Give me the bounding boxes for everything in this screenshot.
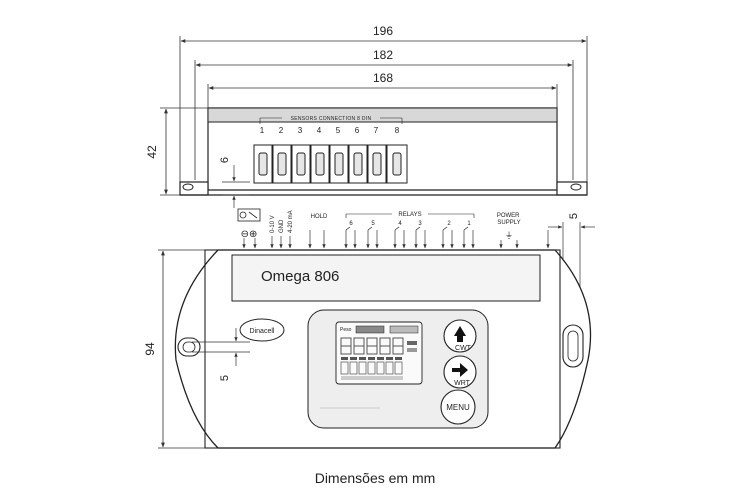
dim-label-5-right: 5 (568, 213, 580, 219)
pin-number: 4 (317, 126, 322, 135)
relay-number: 4 (398, 221, 402, 227)
pin-number: 1 (260, 126, 265, 135)
side-top-shade (207, 107, 558, 123)
pin-number: 5 (336, 126, 341, 135)
label-current: 4-20 mA (288, 210, 294, 233)
connector-label: SENSORS CONNECTION 8 DIN (291, 116, 372, 122)
caption: Dimensões em mm (314, 470, 436, 486)
terminal-labels: ⊖⊕ 0-10 V GND 4-20 mA HOLD RELAYS 6 5 4 … (237, 208, 550, 249)
left-mounting-slot (177, 337, 201, 357)
ground-symbol: ⏚ (505, 231, 513, 240)
relay-number: 2 (447, 221, 451, 227)
label-band (231, 254, 541, 302)
wrt-button[interactable]: WRT (443, 355, 477, 389)
terminal-arrows (242, 230, 550, 249)
label-voltage: 0-10 V (270, 215, 276, 233)
dim-label-6: 6 (219, 157, 231, 163)
top-dimensions (179, 36, 588, 185)
dim-label-168: 168 (373, 71, 393, 85)
right-mounting-slot (562, 324, 584, 368)
model-name: Omega 806 (261, 268, 339, 285)
dim-label-182: 182 (373, 48, 393, 62)
cwt-label: CWT (455, 345, 472, 352)
wrt-label: WRT (454, 380, 471, 387)
label-relays: RELAYS (398, 212, 421, 218)
front-view: 94 Omega 806 5 Dinacell (143, 249, 592, 449)
arrow-up-icon (454, 326, 466, 342)
lcd-display: Peso (335, 321, 423, 385)
dim-label-94: 94 (143, 342, 157, 356)
sensor-symbol-icon (237, 208, 261, 222)
dim-label-5-left: 5 (219, 375, 231, 381)
pin-number: 7 (374, 126, 379, 135)
menu-label: MENU (446, 403, 470, 412)
pin-number: 2 (279, 126, 284, 135)
display-label: Peso (340, 327, 352, 333)
front-inner-body (204, 249, 561, 449)
label-hold: HOLD (311, 214, 328, 220)
pin-number: 3 (298, 126, 303, 135)
relay-number: 5 (371, 221, 375, 227)
relay-number: 1 (467, 221, 471, 227)
arrow-right-icon (452, 363, 468, 377)
pin-number: 6 (355, 126, 360, 135)
side-view: 42 6 SENSORS CONNECTION 8 DIN 1 2 3 4 5 … (145, 107, 588, 208)
label-power-supply: POWER SUPPLY (497, 213, 521, 226)
dim-label-196: 196 (373, 24, 393, 38)
dim-label-42: 42 (145, 145, 159, 159)
cwt-button[interactable]: CWT (443, 319, 477, 353)
connector-block (253, 144, 408, 184)
brand-badge (239, 318, 285, 342)
relay-number: 6 (349, 221, 353, 227)
brand-name: Dinacell (250, 328, 275, 335)
relay-number: 3 (418, 221, 422, 227)
pin-number: 8 (395, 126, 400, 135)
minus-plus-symbol: ⊖⊕ (241, 229, 258, 240)
menu-button[interactable]: MENU (440, 389, 476, 425)
label-gnd: GND (279, 219, 285, 233)
